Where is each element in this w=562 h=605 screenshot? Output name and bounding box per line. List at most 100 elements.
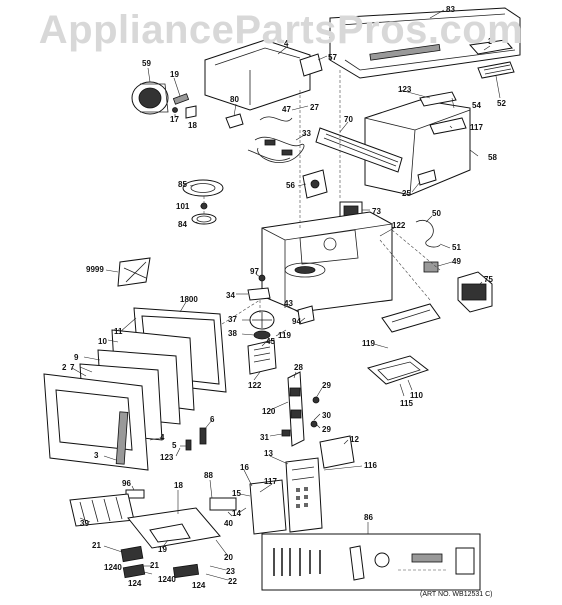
vent-grille [315, 127, 403, 173]
callout-119-right: 119 [362, 339, 375, 348]
callout-123: 123 [398, 85, 412, 94]
callout-19-lower: 19 [158, 545, 167, 554]
callout-15: 15 [232, 489, 241, 498]
callout-80: 80 [230, 95, 239, 104]
callout-57: 57 [328, 53, 337, 62]
callout-58: 58 [488, 153, 497, 162]
callout-18: 18 [188, 121, 197, 130]
hardware-kit [261, 533, 481, 591]
callout-29-upper: 29 [322, 381, 331, 390]
callout-20: 20 [224, 553, 233, 562]
callout-37: 37 [228, 315, 237, 324]
callout-56: 56 [286, 181, 295, 190]
screw-17 [172, 107, 178, 113]
callout-1240-left: 1240 [104, 563, 122, 572]
callout-119-mid: 119 [278, 331, 291, 340]
callout-1800: 1800 [180, 295, 198, 304]
latch-assembly [287, 371, 305, 447]
callout-124-right: 124 [192, 581, 206, 590]
callout-labels: 83 3 52 57 4 59 19 17 18 80 47 27 123 54… [62, 5, 506, 590]
switch-29b [310, 420, 318, 428]
outer-case [364, 99, 471, 196]
panel-45 [247, 339, 277, 375]
part-5 [185, 439, 192, 451]
callout-13: 13 [264, 449, 273, 458]
callout-1240-right: 1240 [158, 575, 176, 584]
wire-harness [247, 116, 305, 163]
callout-29-lower: 29 [322, 425, 331, 434]
filter-124b [172, 563, 200, 579]
callout-17: 17 [170, 115, 179, 124]
callout-7: 7 [70, 363, 75, 372]
fan-motor [131, 81, 169, 115]
callout-49: 49 [452, 257, 461, 266]
part-31 [281, 429, 291, 437]
callout-14: 14 [232, 509, 241, 518]
part-49 [423, 261, 439, 273]
wire-rack-39 [69, 493, 135, 527]
filter-1240 [122, 563, 146, 579]
callout-33: 33 [302, 129, 311, 138]
callout-101: 101 [176, 202, 190, 211]
callout-50: 50 [432, 209, 441, 218]
callout-21-lower: 21 [150, 561, 159, 570]
callout-122-lower: 122 [248, 381, 262, 390]
switch-56 [302, 169, 328, 199]
callout-11: 11 [114, 327, 123, 336]
callout-38: 38 [228, 329, 237, 338]
turntable-tray [182, 179, 224, 197]
callout-12: 12 [350, 435, 359, 444]
callout-73: 73 [372, 207, 381, 216]
callout-96: 96 [122, 479, 131, 488]
callout-6: 6 [210, 415, 215, 424]
bracket-19 [172, 93, 190, 105]
tray-110 [366, 355, 430, 385]
bottom-cover-122 [381, 303, 441, 333]
callout-21-upper: 21 [92, 541, 101, 550]
part-6 [199, 427, 207, 445]
callout-120: 120 [262, 407, 276, 416]
callout-16: 16 [240, 463, 249, 472]
callout-115: 115 [400, 399, 413, 408]
callout-23: 23 [226, 567, 235, 576]
clip-18 [185, 105, 197, 119]
callout-2: 2 [62, 363, 67, 372]
callout-10: 10 [98, 337, 107, 346]
callout-70: 70 [344, 115, 353, 124]
callout-39: 39 [80, 519, 89, 528]
callout-54: 54 [472, 101, 481, 110]
callout-3: 3 [488, 37, 493, 46]
back-panel [329, 7, 521, 79]
strip-117 [429, 117, 467, 135]
callout-117: 117 [470, 123, 483, 132]
strip-54 [419, 91, 457, 107]
callout-86: 86 [364, 513, 373, 522]
manual-9999 [117, 257, 151, 287]
leader-lines [71, 9, 501, 581]
callout-28: 28 [294, 363, 303, 372]
callout-123-lower: 123 [160, 453, 174, 462]
latch-25 [417, 169, 437, 186]
vent-pieces [477, 61, 515, 79]
roller-ring [191, 213, 217, 225]
callout-122: 122 [392, 221, 406, 230]
control-board-12 [319, 435, 355, 469]
callout-25: 25 [402, 189, 411, 198]
callout-19: 19 [170, 70, 179, 79]
callout-45: 45 [266, 337, 275, 346]
control-panel [285, 457, 323, 533]
callout-3-lower: 3 [94, 451, 99, 460]
callout-83: 83 [446, 5, 455, 14]
callout-59: 59 [142, 59, 151, 68]
part-43 [297, 305, 315, 325]
callout-30: 30 [322, 411, 331, 420]
door-front [43, 373, 149, 471]
callout-31: 31 [260, 433, 269, 442]
keypad-15 [249, 479, 287, 535]
callout-85: 85 [178, 180, 187, 189]
callout-27: 27 [310, 103, 319, 112]
top-bracket [469, 39, 513, 55]
callout-97: 97 [250, 267, 259, 276]
